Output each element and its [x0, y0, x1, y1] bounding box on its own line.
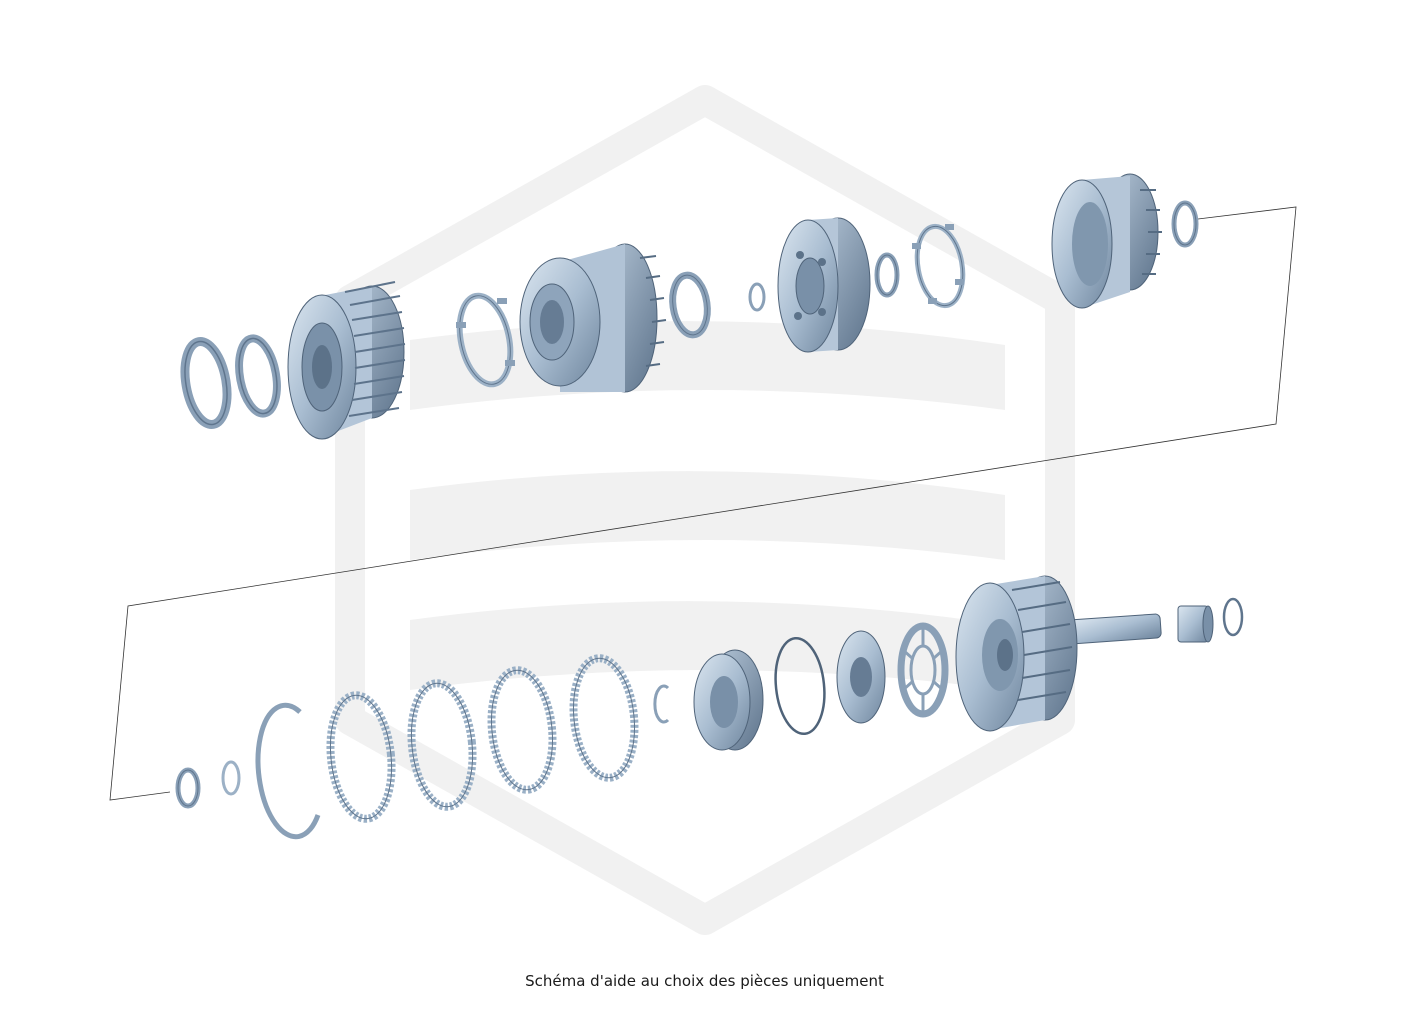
washer-lower-2[interactable]: [221, 760, 241, 796]
splined-clutch-drum[interactable]: [287, 281, 406, 440]
clutch-plate-2[interactable]: [406, 679, 479, 811]
clutch-plate-4[interactable]: [568, 654, 640, 782]
thrust-washer-upper-5[interactable]: [1171, 200, 1199, 248]
clutch-plate-1[interactable]: [325, 691, 398, 823]
diagram-caption: Schéma d'aide au choix des pièces unique…: [525, 972, 884, 990]
tabbed-snap-ring-upper-2[interactable]: [911, 223, 968, 309]
seal-ring-end[interactable]: [1222, 597, 1244, 637]
tabbed-snap-ring-upper[interactable]: [452, 291, 518, 389]
circlip-upper-1[interactable]: [748, 282, 766, 312]
spring-retainer[interactable]: [836, 630, 886, 724]
thrust-washer-upper-1[interactable]: [179, 336, 233, 430]
seal-ring-lower[interactable]: [771, 636, 829, 736]
bushing-sleeve[interactable]: [1177, 605, 1214, 643]
return-spring-pack[interactable]: [897, 622, 949, 718]
ring-gear-drum[interactable]: [1051, 173, 1162, 309]
thrust-washer-upper-4[interactable]: [874, 252, 900, 298]
clutch-plate-3[interactable]: [486, 666, 558, 794]
brand-logo-watermark: [335, 85, 1075, 935]
planetary-gear-carrier[interactable]: [519, 243, 667, 393]
large-snap-ring-lower[interactable]: [255, 702, 321, 840]
washer-lower-1[interactable]: [175, 767, 201, 809]
input-shaft-clutch-drum[interactable]: [955, 575, 1162, 732]
piston[interactable]: [693, 649, 764, 751]
sun-gear-hub[interactable]: [777, 217, 871, 353]
thrust-washer-upper-2[interactable]: [234, 334, 283, 418]
assembly-leader-lines: [109, 206, 1297, 801]
parts-illustration: [109, 85, 1297, 935]
thrust-washer-upper-3[interactable]: [669, 271, 711, 339]
circlip-lower[interactable]: [653, 684, 670, 724]
